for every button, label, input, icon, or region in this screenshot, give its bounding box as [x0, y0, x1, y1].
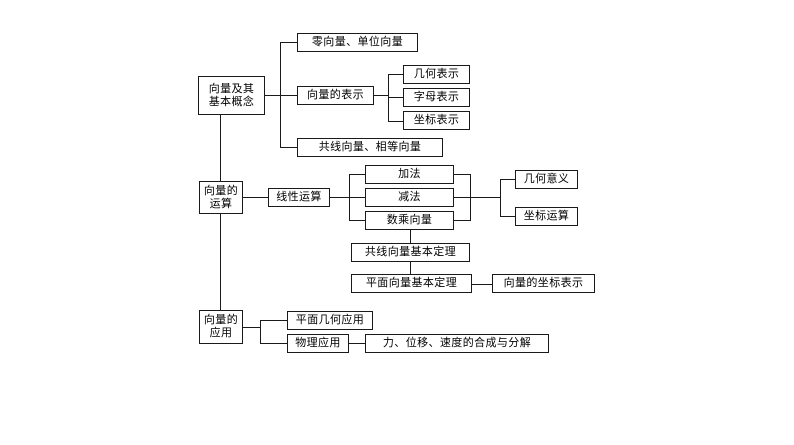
node-coordinate-representation[interactable]: 坐标表示 [403, 111, 470, 130]
connector-plane-theorem-to-vector-coordinate [472, 284, 493, 285]
connector-to-geometric-meaning [500, 179, 516, 180]
node-letter-representation[interactable]: 字母表示 [403, 88, 470, 107]
connector-root1-to-representation [280, 95, 297, 96]
node-force-displacement-velocity[interactable]: 力、位移、速度的合成与分解 [365, 334, 549, 353]
node-scalar-multiplication[interactable]: 数乘向量 [365, 211, 454, 230]
node-vector-applications[interactable]: 向量的 应用 [199, 310, 243, 344]
connector-addition-right [454, 174, 471, 175]
connector-root1-stem [265, 95, 281, 96]
connector-root3-to-physics [260, 343, 288, 344]
node-addition[interactable]: 加法 [365, 165, 454, 184]
connector-to-coordinate-op [500, 216, 516, 217]
node-linear-operation[interactable]: 线性运算 [268, 188, 330, 207]
node-vector-basic-concepts[interactable]: 向量及其 基本概念 [198, 76, 265, 115]
node-geometric-meaning[interactable]: 几何意义 [515, 170, 578, 189]
connector-linear-op-to-subtraction [349, 197, 366, 198]
connector-collinear-to-plane-theorem [410, 262, 411, 274]
connector-root3-bracket [260, 320, 261, 344]
connector-root2-to-linear-op [243, 197, 269, 198]
connector-scalar-right [454, 220, 471, 221]
connector-linear-op-to-scalar [349, 220, 366, 221]
node-collinear-equal-vector[interactable]: 共线向量、相等向量 [297, 138, 443, 157]
node-vector-operations[interactable]: 向量的 运算 [199, 181, 243, 214]
connector-linear-op-stem [330, 197, 350, 198]
node-zero-unit-vector[interactable]: 零向量、单位向量 [297, 33, 418, 52]
connector-root1-bracket [280, 42, 281, 147]
connector-ops-merge-bracket [470, 174, 471, 221]
node-plane-vector-theorem[interactable]: 平面向量基本定理 [351, 274, 472, 293]
connector-representation-to-coordinate [388, 121, 403, 122]
connector-representation-to-letter [388, 97, 403, 98]
connector-representation-stem [374, 95, 389, 96]
node-coordinate-operation[interactable]: 坐标运算 [515, 207, 578, 226]
connector-subtraction-right [454, 197, 500, 198]
connector-scalar-to-collinear-theorem [410, 230, 411, 243]
connector-physics-to-force [349, 343, 366, 344]
connector-results-bracket [500, 179, 501, 217]
node-physics-application[interactable]: 物理应用 [287, 334, 349, 353]
connector-root1-to-collinear-equal [280, 147, 297, 148]
node-geometric-representation[interactable]: 几何表示 [403, 65, 470, 84]
node-subtraction[interactable]: 减法 [365, 188, 454, 207]
connector-root1-to-zero-unit [280, 42, 297, 43]
node-vector-coordinate-representation[interactable]: 向量的坐标表示 [492, 274, 595, 293]
node-plane-geometry-application[interactable]: 平面几何应用 [287, 311, 373, 330]
connector-representation-to-geometric [388, 74, 403, 75]
node-collinear-vector-theorem[interactable]: 共线向量基本定理 [351, 243, 470, 262]
node-vector-representation[interactable]: 向量的表示 [297, 86, 374, 105]
connector-root3-stem [243, 327, 261, 328]
connector-linear-op-to-addition [349, 174, 366, 175]
connector-root3-to-plane-geometry [260, 320, 288, 321]
